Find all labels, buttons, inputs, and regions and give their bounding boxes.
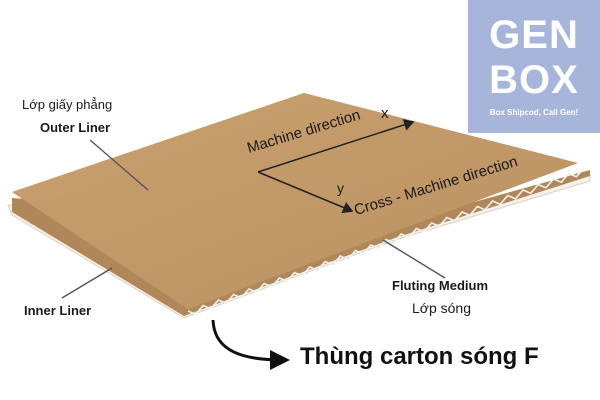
logo-line1: GEN — [489, 13, 579, 57]
axis-x-label: x — [381, 105, 389, 122]
fluting-medium-label: Fluting Medium — [392, 278, 489, 293]
outer-liner-sheen — [12, 93, 578, 309]
fluting-zigzag — [187, 167, 585, 316]
inner-liner-label: Inner Liner — [24, 303, 92, 318]
caption-arrowhead — [270, 350, 290, 370]
cross-direction-arrow — [257, 171, 354, 214]
inner-liner-leader — [61, 267, 113, 299]
caption: Thùng carton sóng F — [300, 343, 539, 370]
outer-liner-label-en: Outer Liner — [40, 120, 111, 135]
fluting-leader — [382, 239, 446, 279]
logo-line2: BOX — [489, 58, 579, 102]
genbox-logo: GEN BOX Box Shipcod, Call Gen! — [468, 0, 600, 133]
fluting-label-vi: Lớp sóng — [412, 300, 472, 316]
flute-wave — [187, 167, 585, 316]
machine-direction-arrow — [257, 119, 415, 173]
logo-tagline: Box Shipcod, Call Gen! — [489, 108, 579, 117]
caption-arrow — [211, 319, 283, 362]
axis-y-label: y — [337, 180, 344, 196]
outer-liner-leader — [89, 139, 149, 191]
outer-liner-label-vi: Lớp giấy phẳng — [22, 97, 113, 112]
